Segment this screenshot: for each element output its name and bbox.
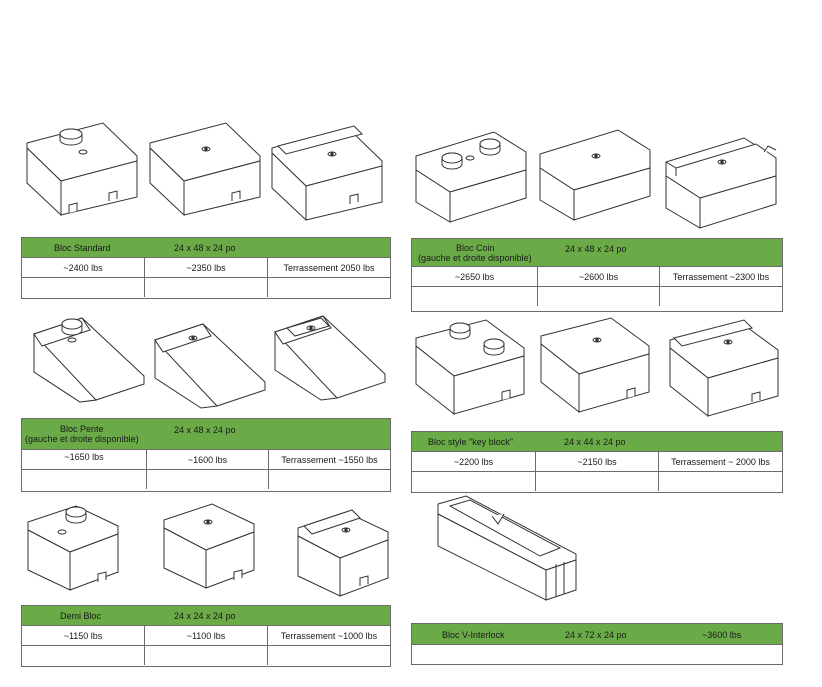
slope-block-drawing <box>273 310 389 410</box>
weight-cell: ~2400 lbs <box>22 258 145 277</box>
empty-cell <box>412 472 536 491</box>
block-title: Bloc V-Interlock <box>442 630 505 640</box>
spec-header: Demi Bloc 24 x 24 x 24 po <box>22 606 390 626</box>
weight-cell: Terrassement ~1550 lbs <box>281 454 378 465</box>
weight-cell: Terrassement ~1000 lbs <box>280 630 378 641</box>
weight-row: ~2650 lbs ~2600 lbs Terrassement ~2300 l… <box>412 267 782 287</box>
empty-cell <box>22 470 147 489</box>
spec-table-key-block: Bloc style "key block" 24 x 44 x 24 po ~… <box>411 431 783 493</box>
spec-table-coin: Bloc Coin (gauche et droite disponible) … <box>411 238 783 312</box>
spec-header: Bloc V-Interlock 24 x 72 x 24 po ~3600 l… <box>412 624 782 645</box>
block-title: Bloc Coin <box>456 243 495 253</box>
block-title: Demi Bloc <box>60 611 102 621</box>
empty-cell <box>269 470 390 489</box>
spec-header: Bloc Coin (gauche et droite disponible) … <box>412 239 782 267</box>
weight-cell: Terrassement ~2300 lbs <box>672 271 770 282</box>
block-title: Bloc style "key block" <box>428 437 513 447</box>
weight-row: ~1650 lbs ~1600 lbs Terrassement ~1550 l… <box>22 450 390 470</box>
slope-block-drawing <box>153 318 269 418</box>
empty-row <box>22 278 390 297</box>
empty-row <box>412 287 782 306</box>
half-block-drawing <box>162 498 262 594</box>
empty-cell <box>268 646 390 665</box>
spec-header: Bloc style "key block" 24 x 44 x 24 po <box>412 432 782 452</box>
weight-cell: ~2350 lbs <box>145 258 268 277</box>
weight-cell: ~2200 lbs <box>412 452 536 471</box>
block-dims: 24 x 24 x 24 po <box>174 611 236 621</box>
key-block-drawing <box>414 318 530 418</box>
block-dims: 24 x 48 x 24 po <box>174 425 236 435</box>
key-block-drawing <box>539 316 655 416</box>
empty-cell <box>412 287 538 306</box>
spec-table-v-interlock: Bloc V-Interlock 24 x 72 x 24 po ~3600 l… <box>411 623 783 665</box>
block-with-two-knobs-drawing <box>25 121 141 221</box>
corner-block-drawing <box>414 126 530 226</box>
weight-cell: ~1100 lbs <box>145 626 268 645</box>
weight-cell: ~2150 lbs <box>536 452 659 471</box>
half-block-drawing <box>26 500 126 596</box>
empty-cell <box>268 278 390 297</box>
block-dims: 24 x 48 x 24 po <box>174 243 236 253</box>
empty-cell <box>660 287 782 306</box>
weight-row: ~1150 lbs ~1100 lbs Terrassement ~1000 l… <box>22 626 390 646</box>
slope-block-drawing <box>32 312 148 412</box>
block-dims: 24 x 48 x 24 po <box>565 244 627 254</box>
v-interlock-block-drawing <box>436 494 582 604</box>
empty-cell <box>659 472 782 491</box>
empty-cell <box>145 278 268 297</box>
empty-cell <box>145 646 268 665</box>
half-block-drawing <box>296 506 396 602</box>
empty-row <box>412 645 782 665</box>
weight-cell: ~1150 lbs <box>22 626 145 645</box>
weight-cell: ~2650 lbs <box>412 267 538 286</box>
empty-cell <box>538 287 660 306</box>
spec-table-demi-bloc: Demi Bloc 24 x 24 x 24 po ~1150 lbs ~110… <box>21 605 391 667</box>
spec-table-pente: Bloc Pente (gauche et droite disponible)… <box>21 418 391 492</box>
block-subtitle: (gauche et droite disponible) <box>25 434 139 444</box>
block-title: Bloc Pente <box>60 424 104 434</box>
weight-row: ~2200 lbs ~2150 lbs Terrassement ~ 2000 … <box>412 452 782 472</box>
empty-row <box>412 472 782 491</box>
empty-cell <box>412 645 782 665</box>
empty-cell <box>147 470 269 489</box>
block-dims: 24 x 72 x 24 po <box>565 630 627 640</box>
weight-cell: Terrassement 2050 lbs <box>283 262 375 273</box>
key-block-drawing <box>668 319 784 420</box>
empty-cell <box>22 278 145 297</box>
weight-row: ~2400 lbs ~2350 lbs Terrassement 2050 lb… <box>22 258 390 278</box>
flat-top-block-drawing <box>148 121 264 221</box>
block-dims: 24 x 44 x 24 po <box>564 437 626 447</box>
corner-block-drawing <box>664 132 780 232</box>
weight-cell: Terrassement ~ 2000 lbs <box>671 456 770 467</box>
spec-table-standard: Bloc Standard 24 x 48 x 24 po ~2400 lbs … <box>21 237 391 299</box>
weight-cell: ~2600 lbs <box>538 267 660 286</box>
spec-header: Bloc Pente (gauche et droite disponible)… <box>22 419 390 450</box>
spec-header: Bloc Standard 24 x 48 x 24 po <box>22 238 390 258</box>
corner-block-drawing <box>538 124 654 224</box>
empty-cell <box>536 472 659 491</box>
empty-row <box>22 646 390 665</box>
weight-cell: ~1600 lbs <box>147 450 269 469</box>
terrace-block-drawing <box>270 125 386 226</box>
empty-cell <box>22 646 145 665</box>
weight-cell: ~1650 lbs <box>22 450 147 469</box>
block-subtitle: (gauche et droite disponible) <box>418 253 532 263</box>
block-title: Bloc Standard <box>54 243 111 253</box>
block-weight: ~3600 lbs <box>702 630 742 640</box>
empty-row <box>22 470 390 489</box>
